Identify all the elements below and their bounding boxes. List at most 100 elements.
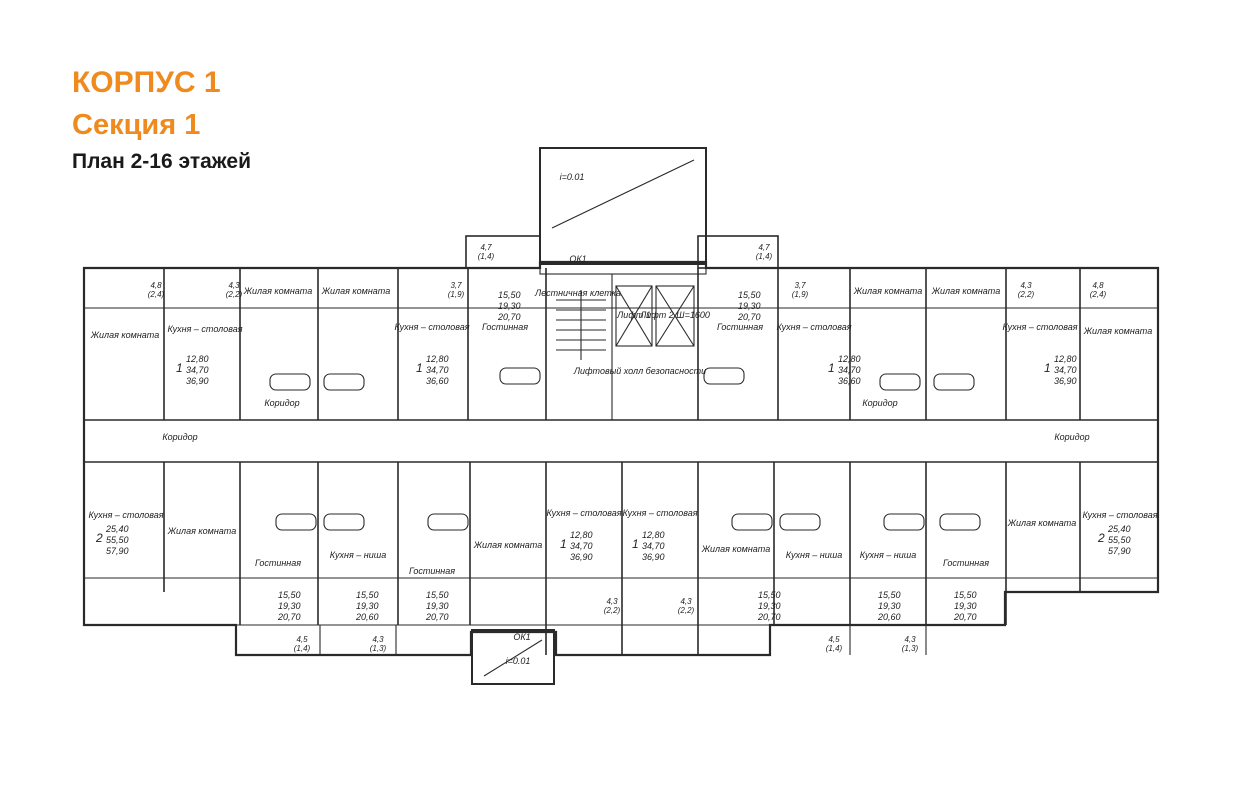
room-label-kitchen: Кухня – столовая [394, 322, 469, 332]
room-label-living: Жилая комната [167, 526, 236, 536]
room-label-kitchen: Кухня – столовая [622, 508, 697, 518]
balcony-coefficient: (1,3) [902, 644, 919, 653]
apartment-area-value: 55,50 [106, 535, 129, 545]
balcony-area: 4,3 [1020, 281, 1032, 290]
apartment-area-value: 19,30 [954, 601, 977, 611]
balcony-area: 4,3 [680, 597, 692, 606]
apartment-room-count: 1 [176, 361, 183, 375]
apartment-area-value: 15,50 [954, 590, 977, 600]
balcony-area: 3,7 [450, 281, 462, 290]
balcony-coefficient: (1,9) [448, 290, 465, 299]
apartment-area-value: 19,30 [426, 601, 449, 611]
apartment-area-value: 15,50 [278, 590, 301, 600]
room-label-lift-hall: Лифтовый холл безопасности [573, 366, 706, 376]
apartment-area-value: 36,90 [1054, 376, 1077, 386]
balcony-area: 4,3 [606, 597, 618, 606]
room-label-living: Жилая комната [853, 286, 922, 296]
room-label-lift-1: Лифт 1 [616, 310, 651, 320]
balcony-coefficient: (1,9) [792, 290, 809, 299]
room-label-living: Жилая комната [1083, 326, 1152, 336]
room-label-guest: Гостинная [482, 322, 528, 332]
top-balcony-left [465, 235, 541, 269]
balcony-coefficient: (2,2) [226, 290, 243, 299]
apartment-area-value: 57,90 [1108, 546, 1131, 556]
apartment-area-value: 19,30 [498, 301, 521, 311]
apartment-room-count: 1 [560, 537, 567, 551]
top-balcony-right [697, 235, 779, 269]
apartment-area-value: 12,80 [838, 354, 861, 364]
apartment-area-value: 12,80 [570, 530, 593, 540]
room-label-corridor: Коридор [1054, 432, 1089, 442]
apartment-area-value: 57,90 [106, 546, 129, 556]
room-label-kitchen-niche: Кухня – ниша [786, 550, 842, 560]
balcony-area: 4,3 [372, 635, 384, 644]
slope-label: i=0.01 [506, 656, 531, 666]
room-label-corridor: Коридор [862, 398, 897, 408]
room-label-kitchen: Кухня – столовая [546, 508, 621, 518]
balcony-area: 4,3 [904, 635, 916, 644]
ok-label: ОК1 [513, 632, 530, 642]
balcony-coefficient: (2,4) [1090, 290, 1107, 299]
room-label-corridor: Коридор [162, 432, 197, 442]
apartment-area-value: 34,70 [642, 541, 665, 551]
apartment-area-value: 25,40 [105, 524, 129, 534]
balcony-area: 4,8 [150, 281, 162, 290]
apartment-area-value: 15,50 [426, 590, 449, 600]
room-label-living: Жилая комната [701, 544, 770, 554]
apartment-room-count: 2 [95, 531, 103, 545]
room-label-kitchen-niche: Кухня – ниша [330, 550, 386, 560]
balcony-area: 4,5 [828, 635, 840, 644]
room-label-guest: Гостинная [255, 558, 301, 568]
lift-shaft-1 [615, 285, 653, 347]
apartment-area-value: 25,40 [1107, 524, 1131, 534]
top-loggia [539, 147, 707, 265]
room-label-guest: Гостинная [943, 558, 989, 568]
ok-label: ОК1 [569, 254, 586, 264]
slope-label: i=0.01 [560, 172, 585, 182]
balcony-area: 4,7 [480, 243, 492, 252]
room-label-lift-2: Лифт 2 Ш=1600 [639, 310, 710, 320]
apartment-area-value: 12,80 [186, 354, 209, 364]
room-label-kitchen: Кухня – столовая [88, 510, 163, 520]
apartment-area-value: 19,30 [738, 301, 761, 311]
apartment-area-value: 55,50 [1108, 535, 1131, 545]
apartment-area-value: 20,70 [425, 612, 449, 622]
stair-flight [556, 290, 606, 360]
apartment-area-value: 15,50 [498, 290, 521, 300]
balcony-coefficient: (2,2) [1018, 290, 1035, 299]
balcony-area: 3,7 [794, 281, 806, 290]
apartment-area-value: 19,30 [758, 601, 781, 611]
apartment-room-count: 1 [632, 537, 639, 551]
apartment-area-value: 12,80 [426, 354, 449, 364]
apartment-area-value: 15,50 [738, 290, 761, 300]
room-label-kitchen-niche: Кухня – ниша [860, 550, 916, 560]
room-label-guest: Гостинная [717, 322, 763, 332]
room-label-living: Жилая комната [1007, 518, 1076, 528]
apartment-area-value: 20,70 [953, 612, 977, 622]
apartment-area-value: 12,80 [642, 530, 665, 540]
balcony-coefficient: (1,4) [756, 252, 773, 261]
room-label-kitchen: Кухня – столовая [776, 322, 851, 332]
room-label-living: Жилая комната [473, 540, 542, 550]
apartment-area-value: 19,30 [356, 601, 379, 611]
apartment-area-value: 15,50 [878, 590, 901, 600]
apartment-area-value: 20,70 [737, 312, 761, 322]
balcony-coefficient: (2,4) [148, 290, 165, 299]
balcony-coefficient: (2,2) [604, 606, 621, 615]
room-label-kitchen: Кухня – столовая [167, 324, 242, 334]
apartment-area-value: 34,70 [838, 365, 861, 375]
apartment-area-value: 12,80 [1054, 354, 1077, 364]
apartment-area-value: 34,70 [570, 541, 593, 551]
apartment-room-count: 2 [1097, 531, 1105, 545]
room-label-living: Жилая комната [931, 286, 1000, 296]
apartment-area-value: 36,60 [838, 376, 861, 386]
